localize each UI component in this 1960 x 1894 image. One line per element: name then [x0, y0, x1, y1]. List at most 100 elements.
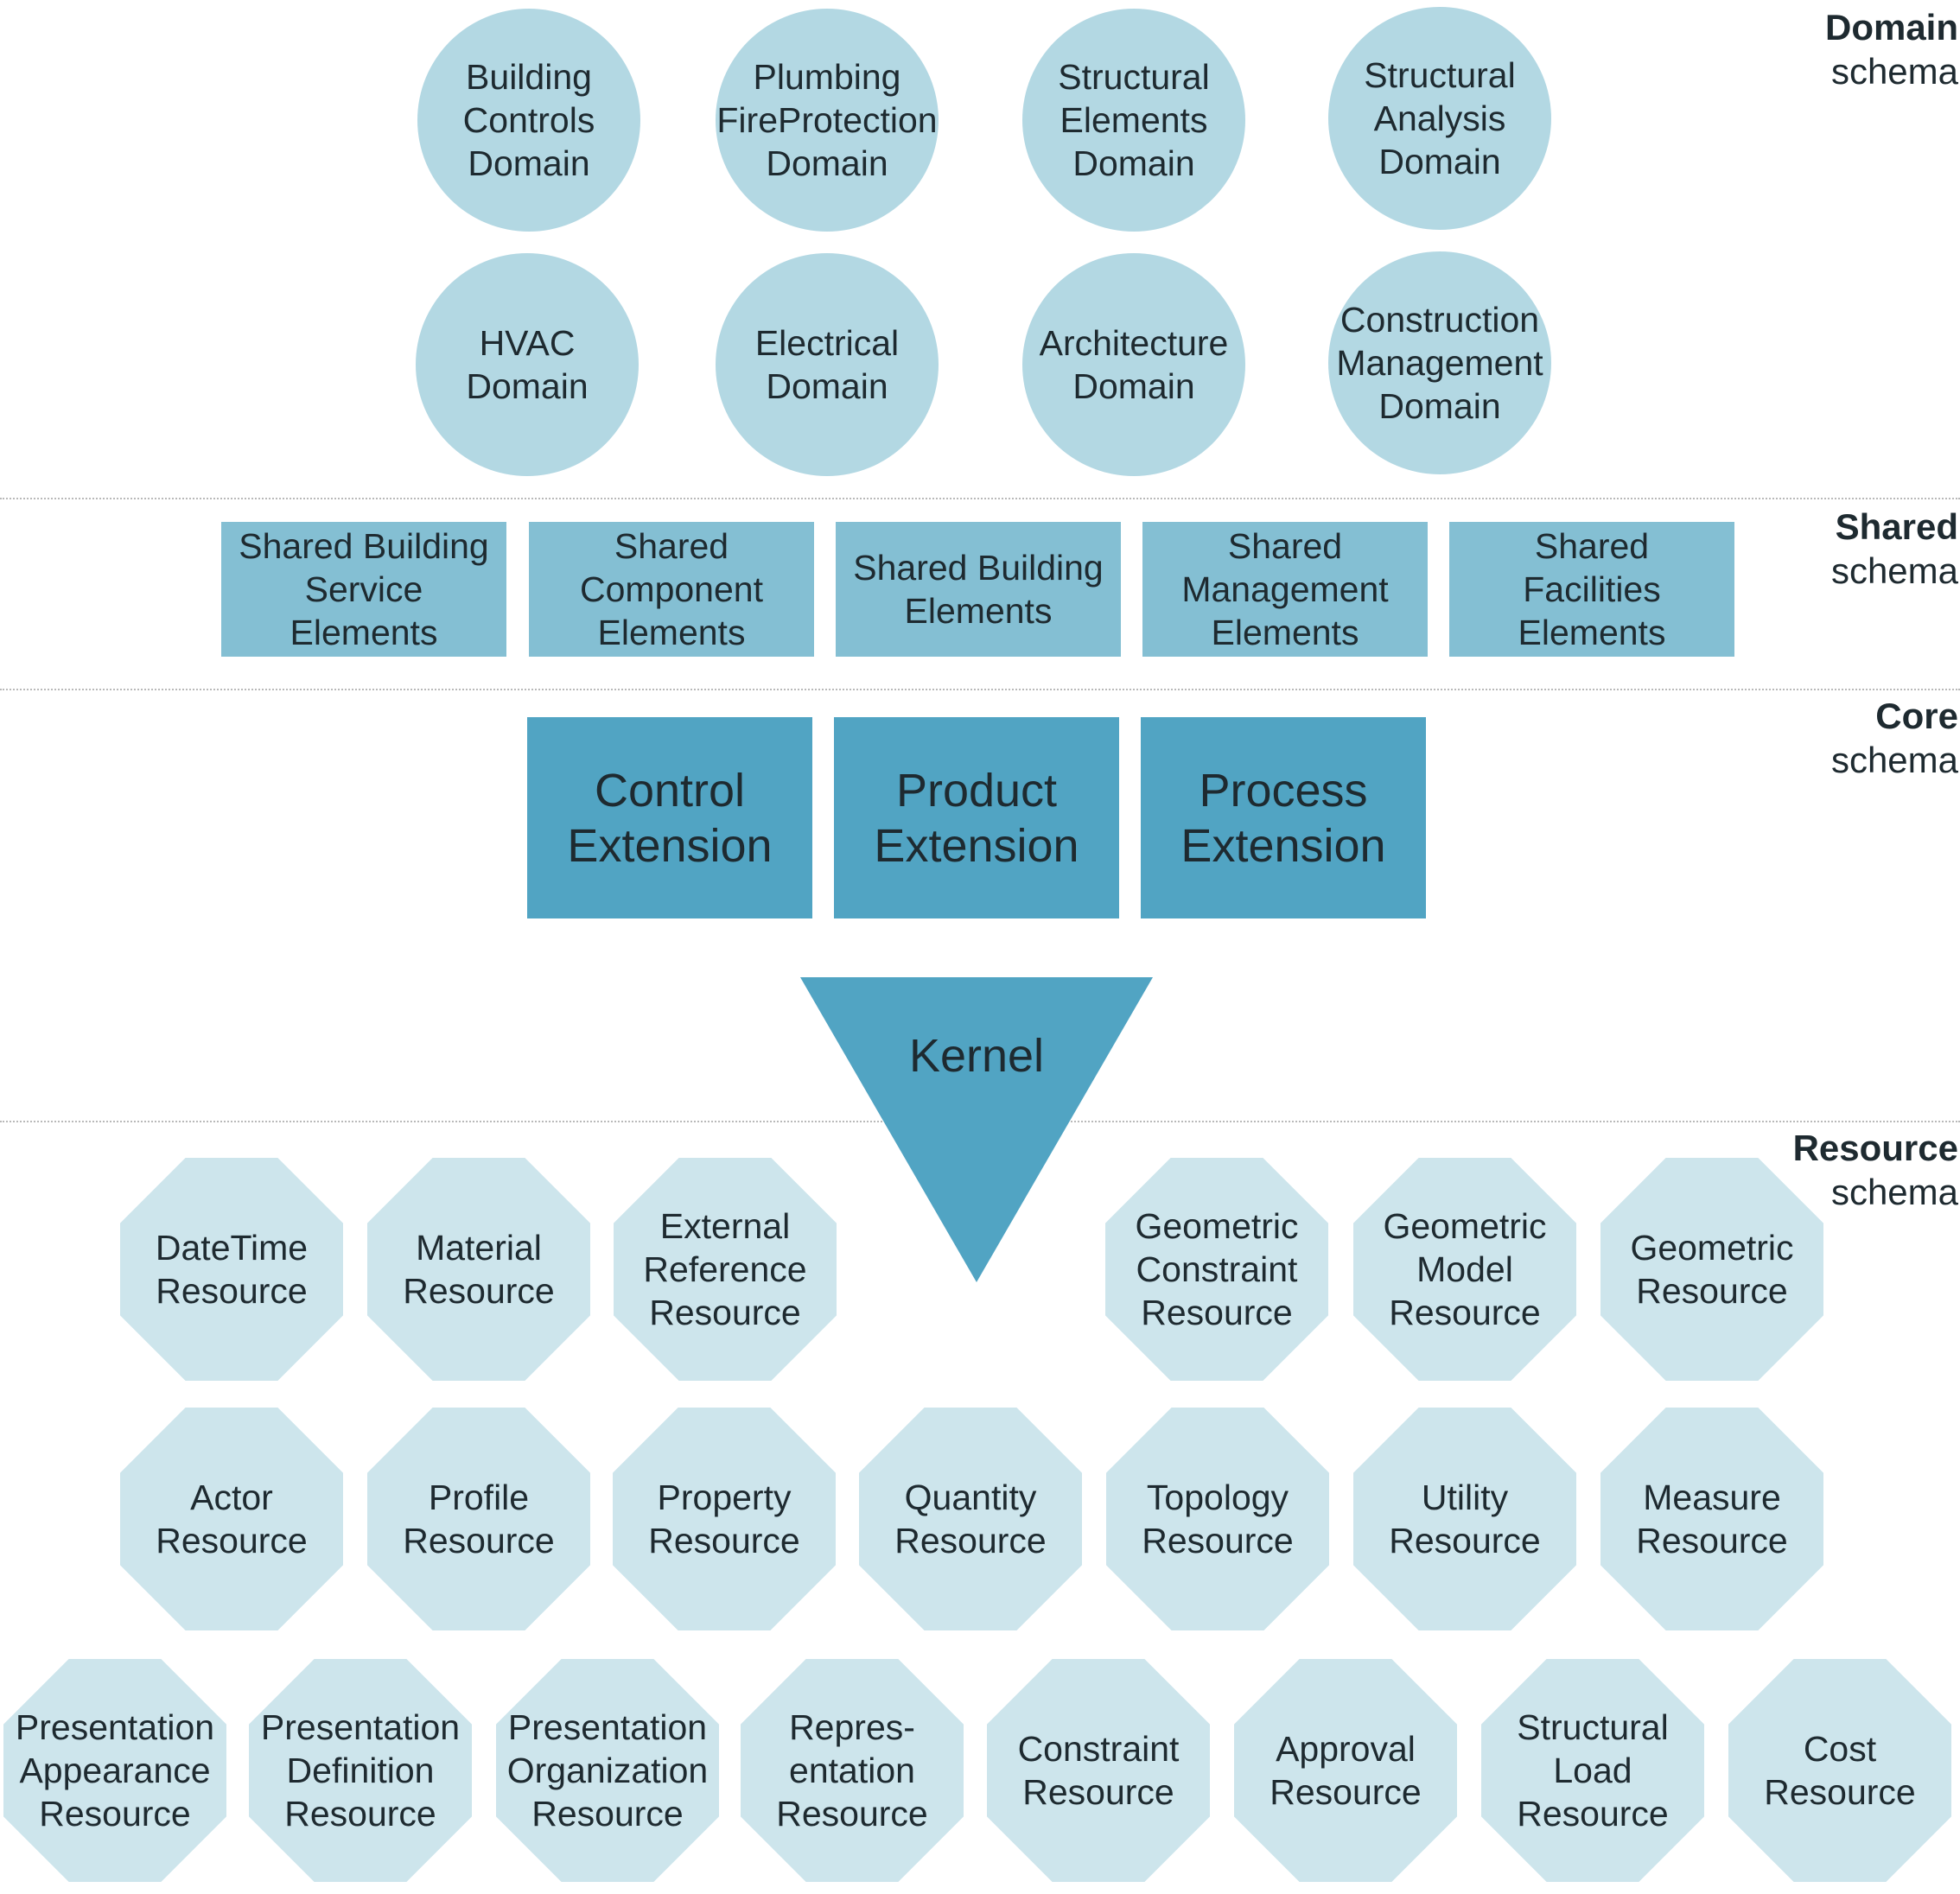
node-label-line: Plumbing — [753, 57, 901, 97]
node-label-line: Process — [1199, 764, 1368, 817]
node-label-line: Electrical — [754, 323, 900, 363]
node-label-line: Resource — [1517, 1794, 1669, 1834]
node-label-line: Resource — [284, 1794, 436, 1834]
node-label-line: Elements — [1211, 613, 1359, 652]
node-label-line: Resource — [39, 1794, 191, 1834]
node-label-line: Component — [580, 569, 763, 609]
node-label-line: Quantity — [904, 1478, 1037, 1517]
kernel-triangle[interactable] — [800, 977, 1153, 1282]
node-label-line: Cost — [1803, 1729, 1877, 1769]
node-label-line: Structural — [1517, 1707, 1669, 1747]
node-label-line: Definition — [286, 1751, 435, 1790]
node-label-line: Domain — [766, 366, 888, 406]
shared-layer-label: Shared schema — [1831, 505, 1958, 593]
node-label-line: Architecture — [1039, 323, 1229, 363]
node-label-line: Organization — [506, 1751, 709, 1790]
node-label-line: Geometric — [1383, 1206, 1547, 1246]
node-label-line: Domain — [1378, 386, 1501, 426]
node-label-line: Property — [657, 1478, 792, 1517]
node-label-line: Shared — [614, 526, 729, 566]
node-label-line: Load — [1553, 1751, 1632, 1790]
core-layer-label: Core schema — [1831, 694, 1958, 782]
node-label-line: Elements — [290, 613, 438, 652]
node-label-line: External — [659, 1206, 791, 1246]
node-label-line: Resource — [1389, 1293, 1541, 1332]
node-label-line: Product — [895, 764, 1058, 817]
node-label-line: Topology — [1146, 1478, 1289, 1517]
node-label-line: Facilities — [1523, 569, 1661, 609]
node-label-line: Domain — [468, 143, 590, 183]
node-label-line: Geometric — [1630, 1228, 1794, 1268]
node-label-line: Profile — [428, 1478, 530, 1517]
node-label-line: Analysis — [1373, 99, 1506, 138]
node-label-line: Domain — [466, 366, 589, 406]
node-label-line: Resource — [403, 1521, 555, 1560]
node-label-line: Measure — [1643, 1478, 1781, 1517]
node-label-line: Resource — [531, 1794, 684, 1834]
node-label-line: Utility — [1421, 1478, 1509, 1517]
node-label-line: Reference — [643, 1249, 807, 1289]
node-label-line: Repres- — [789, 1707, 915, 1747]
node-label-line: Resource — [1270, 1772, 1422, 1812]
node-label-line: Resource — [1022, 1772, 1174, 1812]
node-label-line: Presentation — [15, 1707, 215, 1747]
node-label-line: Elements — [904, 591, 1053, 631]
node-label-line: Extension — [874, 819, 1079, 872]
node-label-line: Domain — [1072, 366, 1195, 406]
layer-label-bold: Resource — [1792, 1128, 1958, 1168]
node-label-line: Presentation — [260, 1707, 461, 1747]
node-label-line: Domain — [766, 143, 888, 183]
